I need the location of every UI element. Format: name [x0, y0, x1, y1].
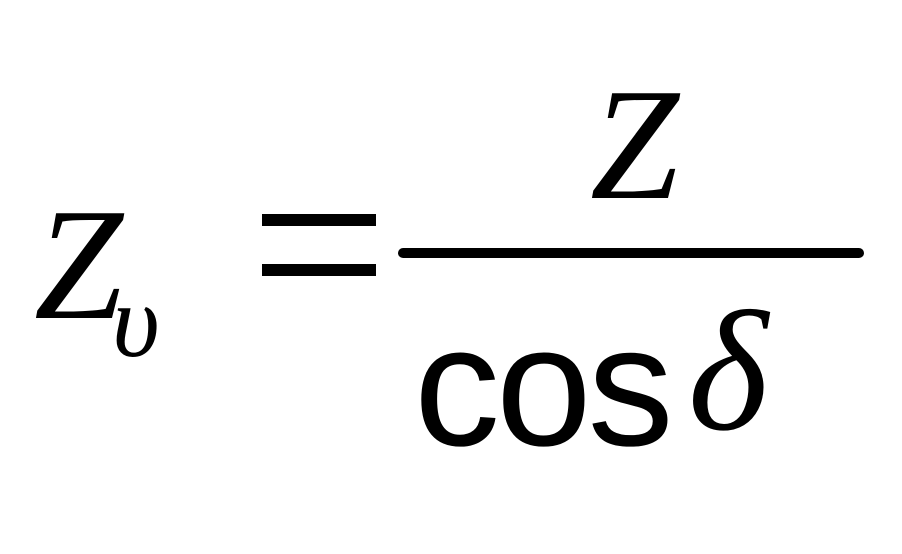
- fraction-numerator: Z: [590, 55, 679, 233]
- equals-bar-top: [262, 214, 376, 226]
- equals-sign: [262, 214, 376, 276]
- denominator-function: cos: [414, 290, 674, 482]
- lhs-variable: Z: [34, 175, 123, 353]
- lhs-subscript: υ: [112, 264, 160, 379]
- fraction-bar: [398, 248, 864, 258]
- equals-bar-bottom: [262, 264, 376, 276]
- denominator-argument: δ: [688, 277, 768, 467]
